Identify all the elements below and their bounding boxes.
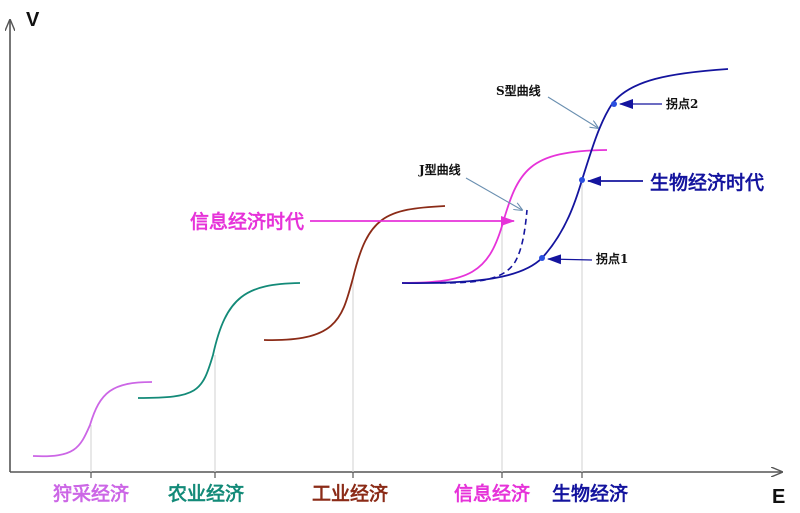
bio-era-point bbox=[579, 177, 585, 183]
era-label-agriculture: 农业经济 bbox=[167, 482, 245, 505]
y-axis-label: V bbox=[26, 9, 40, 31]
s-curve-pointer bbox=[547, 96, 598, 128]
era-label-industry: 工业经济 bbox=[312, 482, 389, 505]
inflection-2-label: 拐点2 bbox=[666, 96, 698, 111]
inflection-point-1 bbox=[539, 255, 545, 261]
bio-era-callout: 生物经济时代 bbox=[650, 171, 764, 194]
inflection-1-pointer bbox=[547, 254, 593, 265]
j-curve-label: J型曲线 bbox=[418, 162, 461, 177]
agriculture-curve bbox=[137, 282, 301, 399]
inflection-point-2 bbox=[611, 101, 617, 107]
information-era-callout: 信息经济时代 bbox=[190, 210, 304, 233]
industry-curve bbox=[263, 205, 446, 341]
hunting-curve bbox=[32, 381, 153, 458]
x-axis-ticks bbox=[90, 472, 583, 478]
era-label-hunting: 狩采经济 bbox=[53, 482, 130, 505]
s-curve-label: S型曲线 bbox=[496, 83, 541, 98]
era-label-bio: 生物经济 bbox=[552, 482, 629, 505]
x-axis-label: E bbox=[772, 486, 785, 508]
era-label-information: 信息经济 bbox=[454, 482, 531, 505]
guide-lines bbox=[90, 180, 583, 472]
inflection-1-label: 拐点1 bbox=[596, 251, 628, 266]
j-curve-pointer bbox=[465, 177, 522, 210]
